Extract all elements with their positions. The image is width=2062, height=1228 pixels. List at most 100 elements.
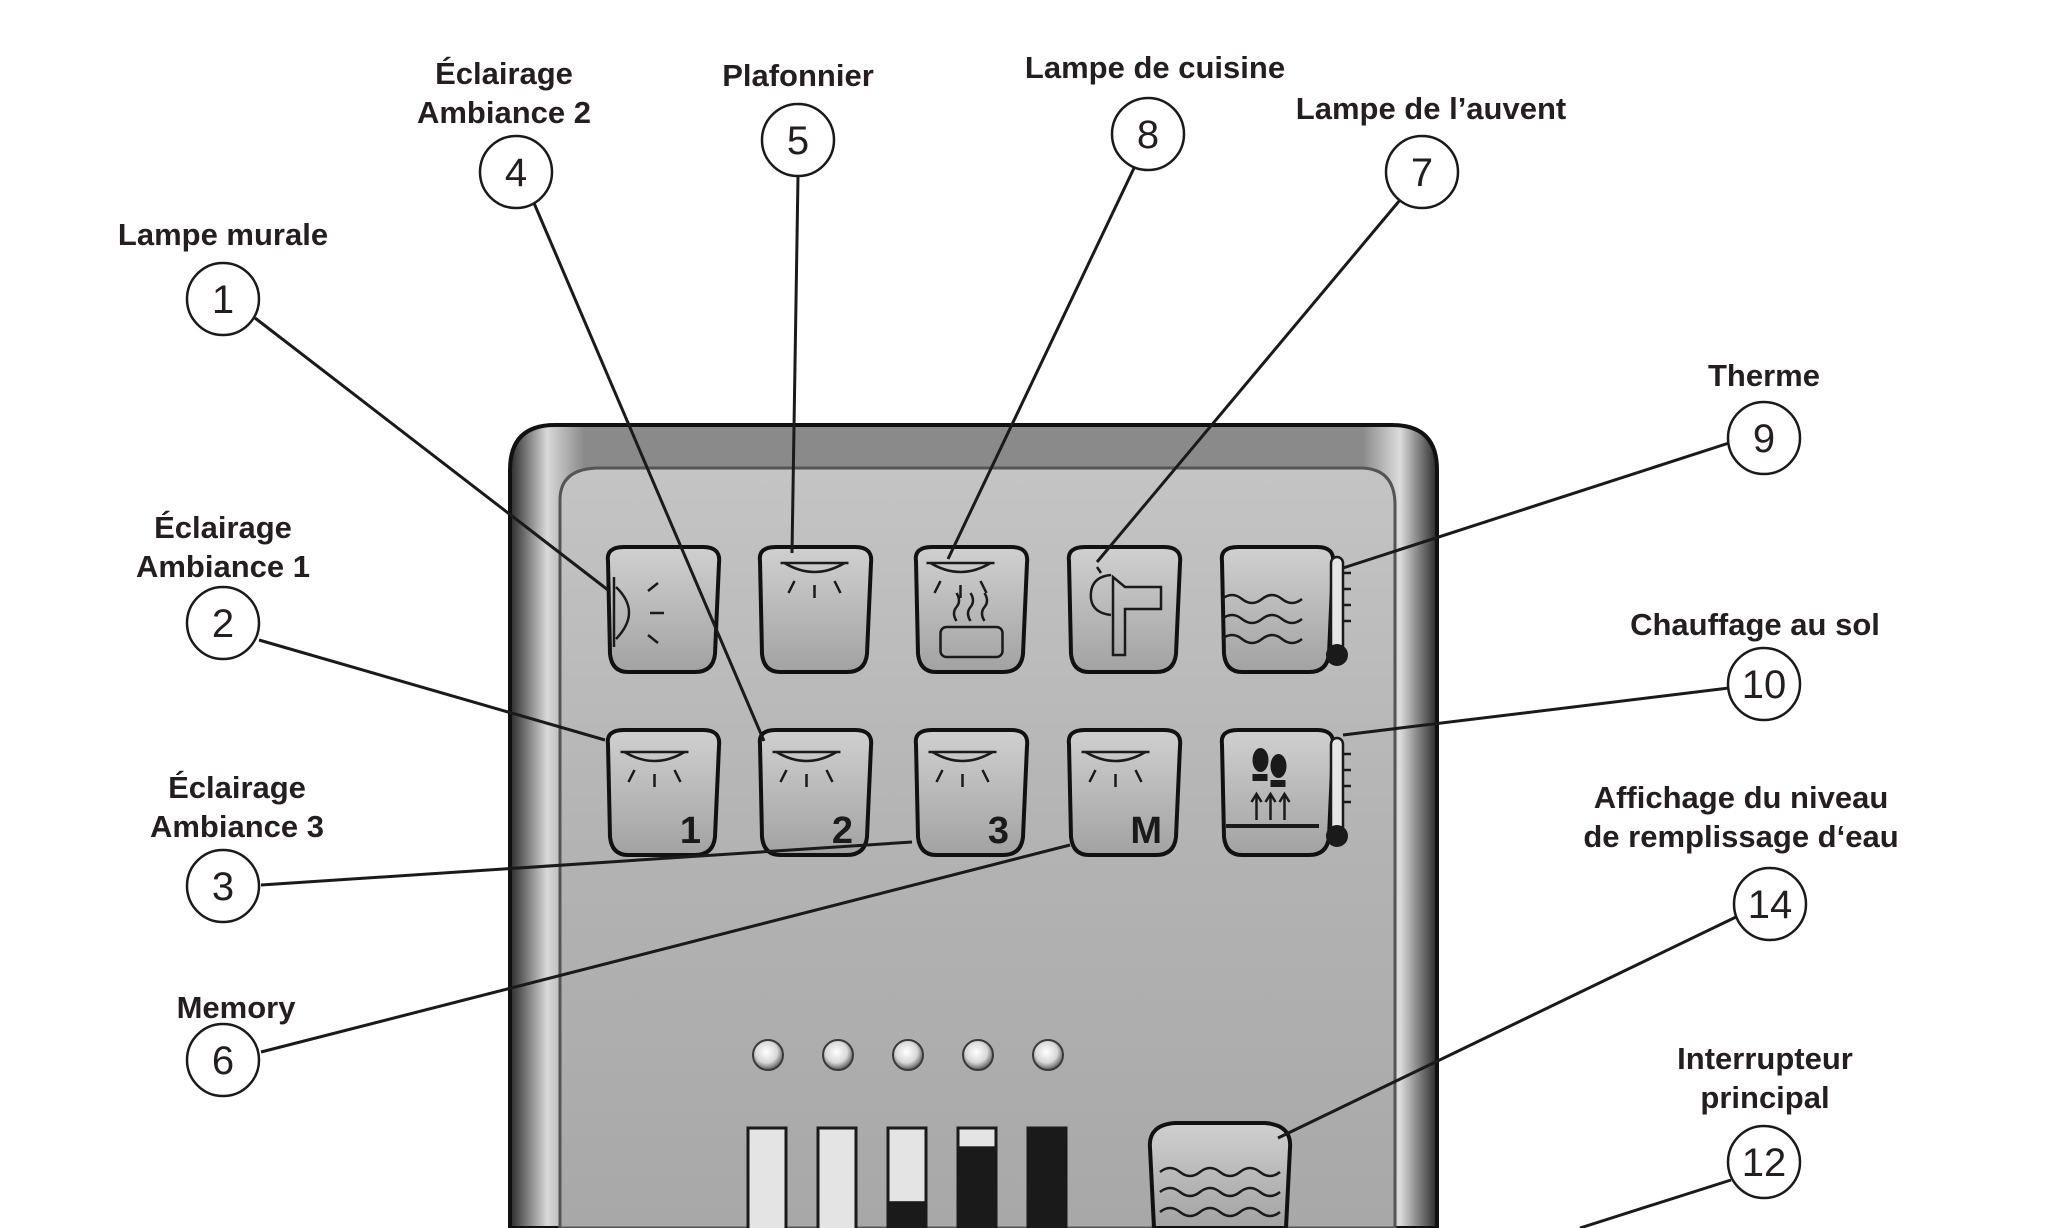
- callout-label-1-line-1: Lampe murale: [118, 217, 328, 252]
- callout-circle-1: [185, 261, 261, 337]
- callout-circle-6: [185, 1022, 261, 1098]
- awning-lamp-button[interactable]: [1066, 545, 1183, 674]
- floor-heating-button[interactable]: [1219, 728, 1351, 857]
- kitchen-ceiling-lamp-icon: [926, 561, 995, 598]
- water-bar-3: [886, 1126, 928, 1228]
- callout-label-6-line-1: Memory: [177, 990, 297, 1025]
- callout-label-12-line-1: Interrupteur: [1677, 1041, 1853, 1076]
- thermometer-icon: [1326, 736, 1351, 847]
- water-bar-1: [746, 1126, 788, 1228]
- callout-number-5: 5: [787, 119, 809, 163]
- ceiling-lamp-icon: [780, 561, 849, 598]
- kitchen-lamp-button[interactable]: [913, 545, 1030, 674]
- callout-number-10: 10: [1742, 663, 1787, 707]
- callout-circle-3: [185, 848, 261, 924]
- wall-lamp-icon: [612, 577, 664, 647]
- leader-line-1: [254, 316, 609, 592]
- leader-lines: [254, 165, 1737, 1228]
- callout-label-12-line-2: principal: [1700, 1080, 1829, 1115]
- callout-number-9: 9: [1753, 417, 1775, 461]
- callout-number-3: 3: [212, 865, 234, 909]
- callout-circle-9: [1726, 400, 1802, 476]
- ambiance-1-button[interactable]: 1: [605, 728, 722, 857]
- ceiling-lamp-icon: [620, 750, 689, 787]
- wall-lamp-button[interactable]: [605, 545, 722, 674]
- callout-8: 8 Lampe de cuisine: [1025, 50, 1285, 172]
- led-3: [892, 1039, 924, 1071]
- callout-label-2-line-2: Ambiance 1: [136, 549, 310, 584]
- callout-circle-2: [185, 585, 261, 661]
- ceiling-lamp-icon: [928, 750, 997, 787]
- ceiling-lamp-icon: [1081, 750, 1150, 787]
- ambiance-2-button-digit: 2: [832, 810, 853, 852]
- kitchen-lamp-icon: [926, 561, 1004, 659]
- led-2: [822, 1039, 854, 1071]
- callout-label-10-line-1: Chauffage au sol: [1630, 607, 1880, 642]
- leader-line-6: [260, 843, 1071, 1054]
- callout-label-3-line-1: Éclairage: [168, 770, 306, 805]
- memory-button-digit: M: [1130, 810, 1162, 852]
- callout-number-12: 12: [1742, 1141, 1787, 1185]
- callout-label-2-line-1: Éclairage: [154, 510, 292, 545]
- callout-circle-5: [760, 102, 836, 178]
- water-level-display: [746, 1039, 1068, 1228]
- callout-circle-4: [478, 134, 554, 210]
- thermometer-icon: [1326, 555, 1351, 666]
- callout-number-8: 8: [1137, 113, 1159, 157]
- ceiling-light-button[interactable]: [757, 545, 874, 674]
- callout-label-4-line-1: Éclairage: [435, 56, 573, 91]
- leader-line-8: [946, 165, 1137, 560]
- callout-circle-12: [1726, 1124, 1802, 1200]
- button-grid: 1 2 3 M: [605, 545, 1351, 857]
- callout-number-2: 2: [212, 602, 234, 646]
- callout-label-8-line-1: Lampe de cuisine: [1025, 50, 1285, 85]
- ambiance-2-button[interactable]: 2: [757, 728, 874, 857]
- callout-circle-8: [1110, 96, 1186, 172]
- callout-number-1: 1: [212, 278, 234, 322]
- callout-1: 1 Lampe murale: [118, 217, 328, 337]
- therme-icon: [1221, 593, 1303, 645]
- memory-button[interactable]: M: [1066, 728, 1183, 857]
- floor-heating-icon: [1226, 748, 1319, 828]
- water-bar-5: [1026, 1126, 1068, 1228]
- leader-line-14: [1277, 915, 1737, 1140]
- callout-number-6: 6: [212, 1039, 234, 1083]
- led-5: [1032, 1039, 1064, 1071]
- leader-line-3: [260, 840, 913, 887]
- callout-number-14: 14: [1748, 883, 1793, 927]
- callout-number-4: 4: [505, 151, 527, 195]
- water-bar-2: [816, 1126, 858, 1228]
- callout-12: 12 Interrupteur principal: [1677, 1041, 1853, 1200]
- callout-label-14-line-2: de remplissage d‘eau: [1583, 819, 1898, 854]
- awning-lamp-icon: [1089, 566, 1163, 657]
- callout-10: 10 Chauffage au sol: [1630, 607, 1880, 722]
- callout-number-7: 7: [1411, 151, 1433, 195]
- main-switch-button[interactable]: [1147, 1121, 1293, 1228]
- callout-6: 6 Memory: [177, 990, 297, 1098]
- callout-9: 9 Therme: [1708, 358, 1820, 476]
- led-1: [752, 1039, 784, 1071]
- callout-label-3-line-2: Ambiance 3: [150, 809, 324, 844]
- callout-label-9-line-1: Therme: [1708, 358, 1820, 393]
- callout-label-4-line-2: Ambiance 2: [417, 95, 591, 130]
- callout-label-14-line-1: Affichage du niveau: [1594, 780, 1889, 815]
- water-bar-4: [956, 1126, 998, 1228]
- ceiling-lamp-icon: [772, 750, 841, 787]
- leader-line-5: [790, 175, 800, 554]
- therme-button[interactable]: [1219, 545, 1351, 674]
- ambiance-3-button[interactable]: 3: [913, 728, 1030, 857]
- callout-circle-10: [1726, 646, 1802, 722]
- leader-line-2: [258, 638, 606, 742]
- leader-line-12: [1579, 1178, 1732, 1228]
- callout-label-5-line-1: Plafonnier: [722, 58, 874, 93]
- ambiance-3-button-digit: 3: [988, 810, 1009, 852]
- water-waves-icon: [1159, 1166, 1281, 1218]
- leader-line-9: [1342, 441, 1730, 570]
- leader-line-4: [529, 195, 766, 742]
- leader-line-10: [1342, 686, 1730, 737]
